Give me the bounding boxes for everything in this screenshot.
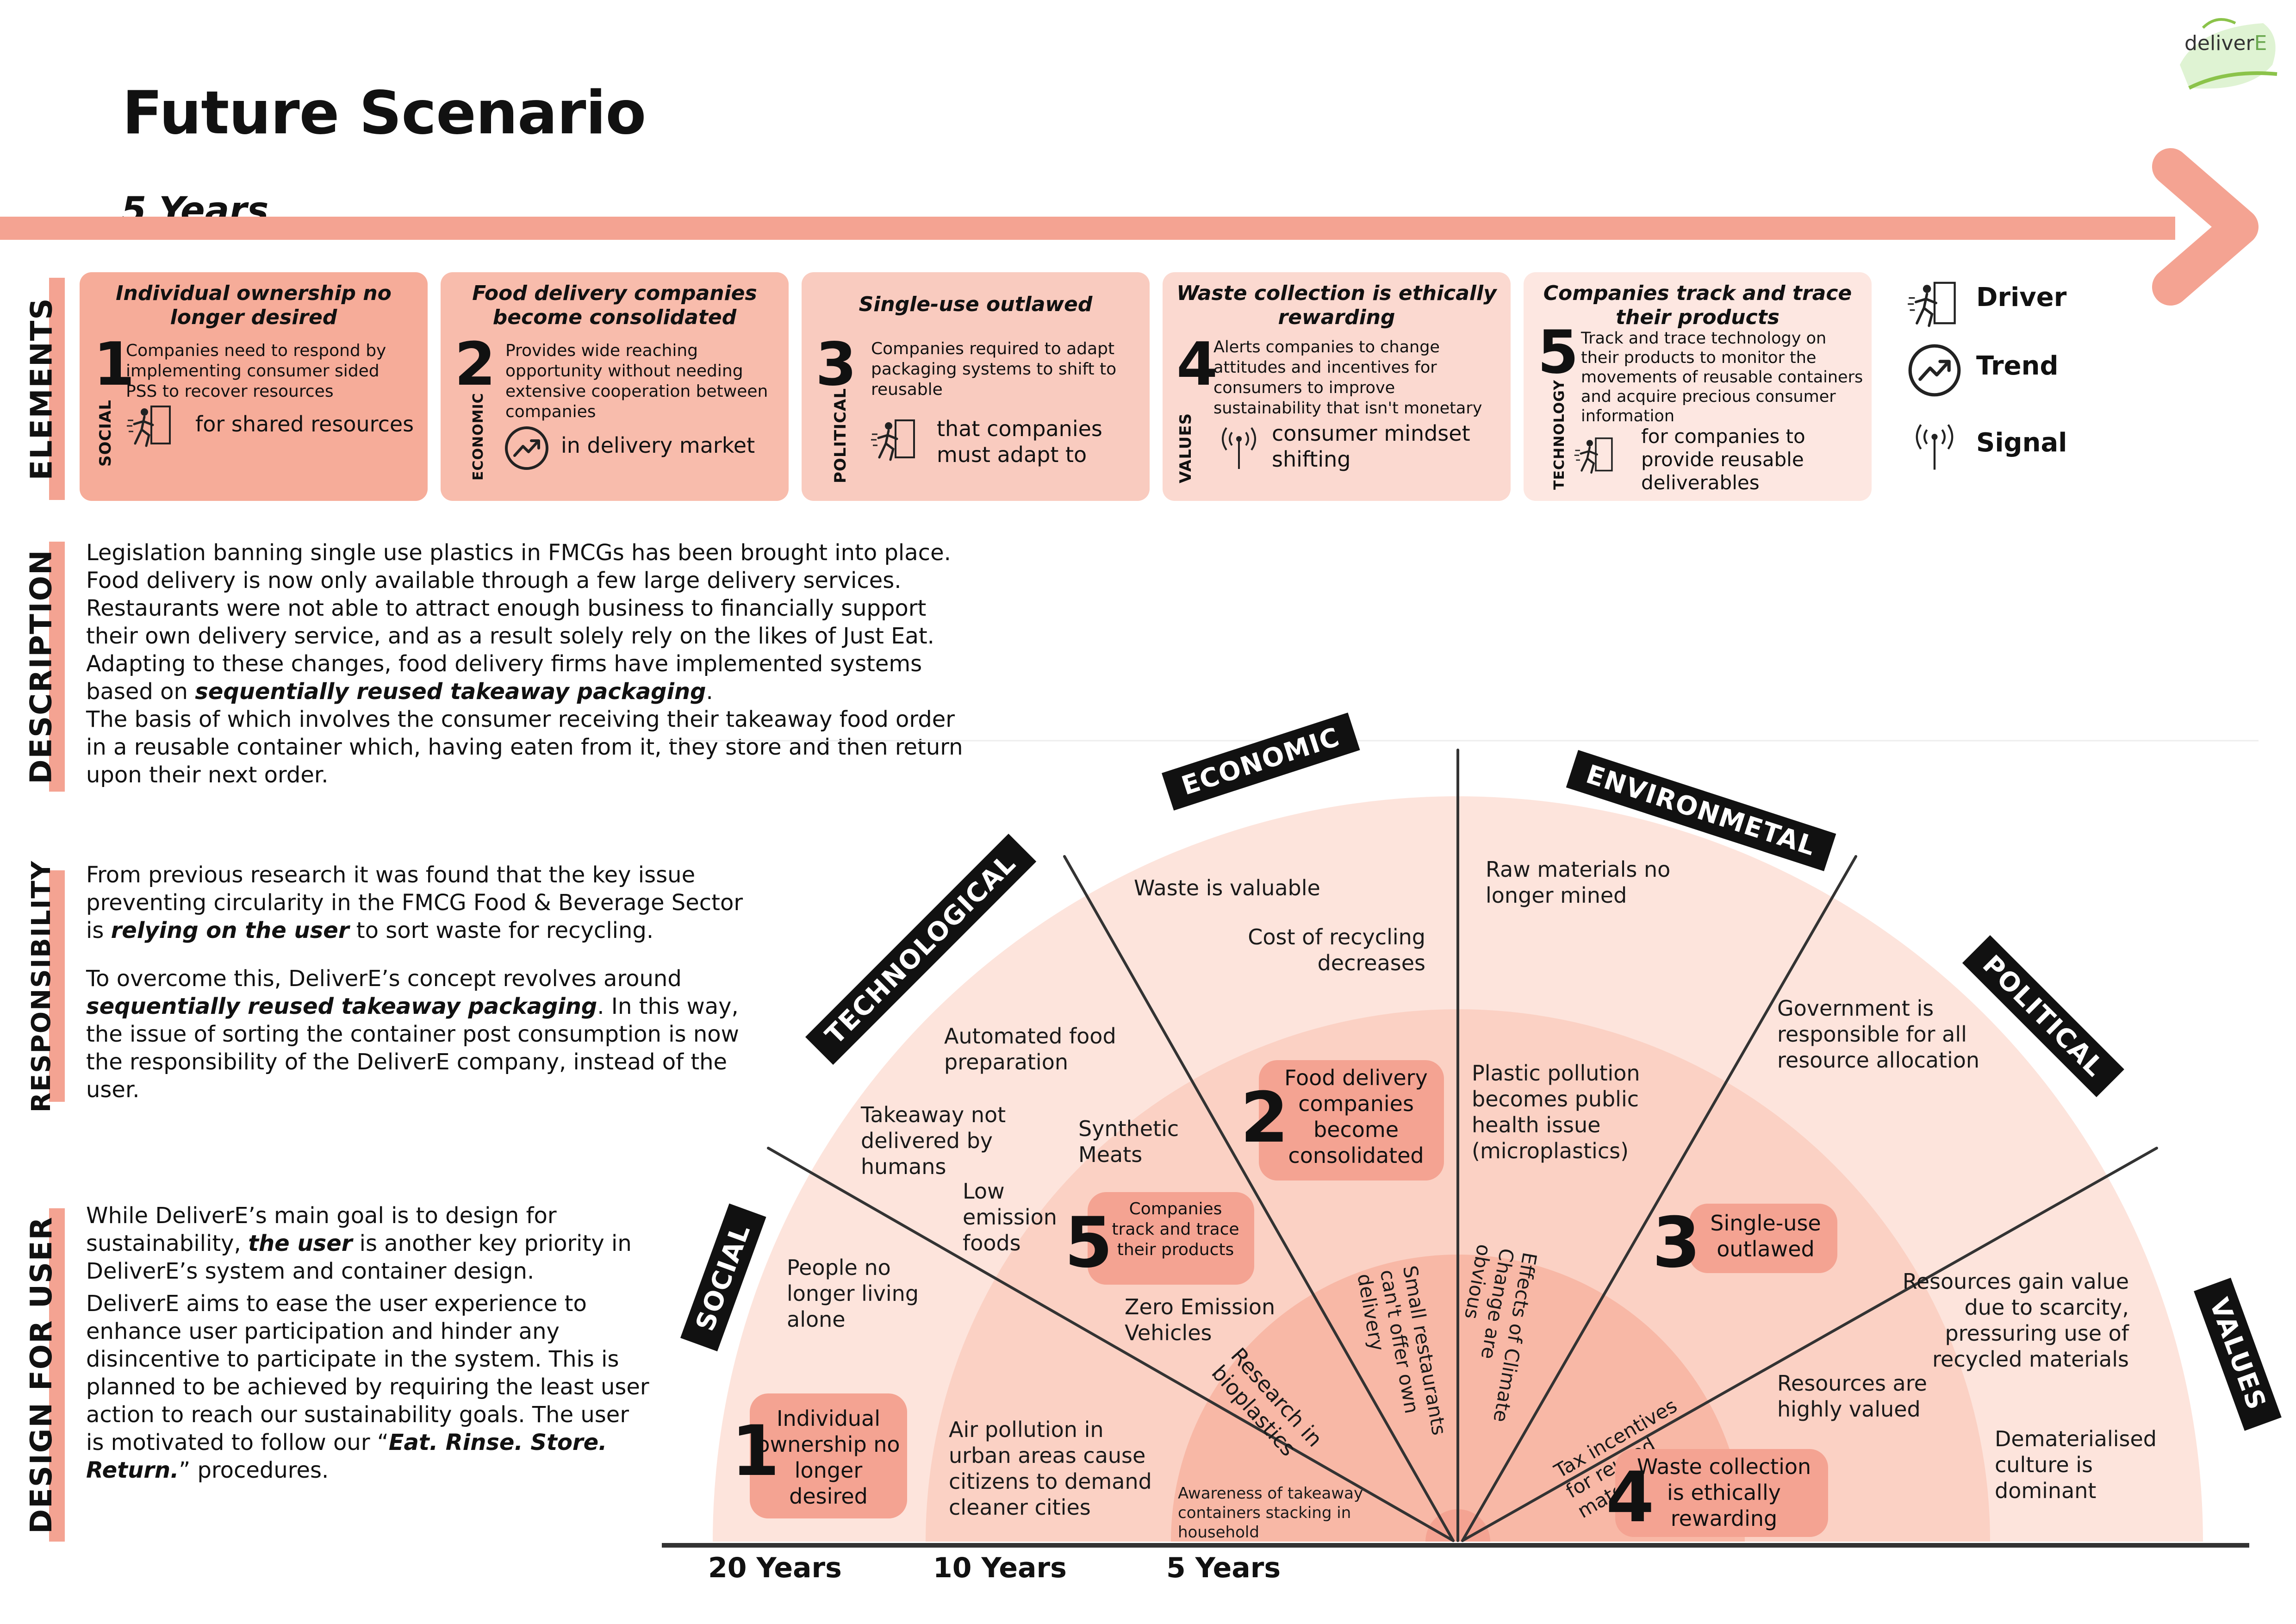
signal-dematerialised: Dematerialised culture is dominant: [1995, 1426, 2157, 1503]
design-paragraph-2: DeliverE aims to ease the user experienc…: [86, 1291, 649, 1483]
signal-zero-emission: Zero Emission Vehicles: [1125, 1294, 1276, 1345]
element-card-4: Waste collection is ethically rewarding …: [1163, 272, 1511, 501]
signal-takeaway-humans: Takeaway not delivered by humans: [861, 1102, 1006, 1179]
card-footnote: for shared resources: [195, 412, 414, 437]
signal-resources-valued: Resources are highly valued: [1777, 1371, 1927, 1422]
trend-icon: [1908, 344, 1961, 397]
driver-icon: [1574, 437, 1613, 474]
signal-people-alone: People no longer living alone: [787, 1255, 919, 1332]
design-paragraph-1: While DeliverE’s main goal is to design …: [86, 1203, 632, 1284]
section-elements: ELEMENTS: [19, 278, 65, 500]
signal-icon: [1222, 427, 1256, 469]
pill-5: [1088, 1192, 1254, 1285]
signal-icon: [1916, 424, 1954, 470]
element-card-2: Food delivery companies become consolida…: [441, 272, 789, 501]
legend-trend-label: Trend: [1976, 351, 2059, 381]
card-title: Individual ownership no longer desired: [116, 281, 392, 329]
card-number: 2: [454, 330, 496, 399]
signal-low-emission: Low emission foods: [963, 1179, 1057, 1255]
delivere-logo: [2180, 18, 2277, 90]
pill-5-number: 5: [1064, 1203, 1113, 1283]
card-title: Food delivery companies become consolida…: [472, 281, 757, 329]
pill-1-text: Individual ownership no longer desired: [757, 1406, 900, 1509]
sector-dividers: [767, 749, 2158, 1542]
card-footnote: for companies to provide reusable delive…: [1641, 425, 1805, 494]
card-number: 1: [93, 330, 135, 399]
card-description: Track and trace technology on their prod…: [1581, 329, 1863, 425]
signal-air-pollution: Air pollution in urban areas cause citiz…: [949, 1417, 1152, 1520]
card-number: 4: [1176, 330, 1218, 399]
responsibility-text: From previous research it was found that…: [86, 861, 743, 1104]
logo-text: deliverE: [2184, 31, 2267, 55]
signal-automated-food: Automated food preparation: [944, 1024, 1116, 1074]
timeline-arrow: [0, 148, 2259, 306]
pill-3-number: 3: [1652, 1203, 1701, 1283]
legend-driver-label: Driver: [1976, 282, 2067, 312]
axis-5-years: 5 Years: [1166, 1552, 1281, 1584]
pill-2-number: 2: [1240, 1078, 1289, 1158]
card-title: Waste collection is ethically rewarding: [1176, 281, 1497, 329]
signal-cost-recycling: Cost of recycling decreases: [1248, 924, 1425, 975]
legend: Driver Trend Signal: [1898, 273, 2129, 495]
responsibility-paragraph-2: To overcome this, DeliverE’s concept rev…: [86, 966, 739, 1103]
pill-2: [1259, 1060, 1444, 1181]
axis-10-years: 10 Years: [933, 1552, 1067, 1584]
section-design-for-user: DESIGN FOR USER: [19, 1208, 65, 1542]
pill-2-text: Food delivery companies become consolida…: [1284, 1065, 1428, 1168]
card-footnote: consumer mindset shifting: [1272, 421, 1470, 472]
signal-waste-valuable: Waste is valuable: [1134, 875, 1320, 900]
element-card-1: Individual ownership no longer desired 1…: [80, 272, 428, 501]
element-card-3: Single-use outlawed 3 Companies required…: [802, 272, 1150, 501]
card-footnote: that companies must adapt to: [937, 416, 1102, 467]
card-number: 3: [815, 330, 857, 399]
axis-20-years: 20 Years: [708, 1552, 842, 1584]
pill-3: [1689, 1204, 1837, 1273]
pill-1: [750, 1393, 907, 1518]
signal-awareness: Awareness of takeaway containers stackin…: [1178, 1484, 1363, 1542]
card-title: Single-use outlawed: [859, 293, 1093, 316]
pill-3-text: Single-use outlawed: [1710, 1211, 1821, 1262]
card-description: Provides wide reaching opportunity witho…: [505, 341, 768, 421]
driver-icon: [127, 406, 171, 447]
signal-plastic-pollution: Plastic pollution becomes public health …: [1472, 1061, 1640, 1163]
pill-4-text: Waste collection is ethically rewarding: [1636, 1454, 1811, 1531]
driver-icon: [1908, 281, 1956, 327]
card-title: Companies track and trace their products: [1543, 281, 1852, 329]
description-text: Legislation banning single use plastics …: [86, 540, 963, 788]
pill-4: [1615, 1449, 1828, 1537]
element-card-5: Companies track and trace their products…: [1524, 272, 1872, 501]
responsibility-paragraph-1: From previous research it was found that…: [86, 862, 743, 943]
design-for-user-text: While DeliverE’s main goal is to design …: [86, 1202, 651, 1484]
pill-5-text: Companies track and trace their products: [1112, 1199, 1239, 1259]
signal-government: Government is responsible for all resour…: [1777, 996, 1980, 1073]
page-title: Future Scenario: [122, 79, 646, 148]
driver-icon: [871, 419, 915, 461]
section-description: DESCRIPTION: [19, 542, 65, 792]
trend-icon: [505, 426, 548, 470]
card-description: Companies need to respond by implementin…: [126, 341, 386, 401]
section-responsibility: RESPONSIBILITY: [19, 860, 65, 1112]
pill-4-number: 4: [1606, 1457, 1655, 1538]
card-description: Alerts companies to change attitudes and…: [1213, 338, 1482, 418]
card-description: Companies required to adapt packaging sy…: [871, 339, 1117, 399]
card-footnote: in delivery market: [561, 433, 755, 458]
card-number: 5: [1537, 318, 1579, 387]
signal-resources-gain: Resources gain value due to scarcity, pr…: [1902, 1269, 2129, 1372]
signal-raw-materials: Raw materials no longer mined: [1486, 857, 1671, 908]
legend-signal-label: Signal: [1976, 428, 2067, 458]
pill-1-number: 1: [731, 1411, 780, 1492]
signal-synthetic-meats: Synthetic Meats: [1078, 1116, 1179, 1167]
